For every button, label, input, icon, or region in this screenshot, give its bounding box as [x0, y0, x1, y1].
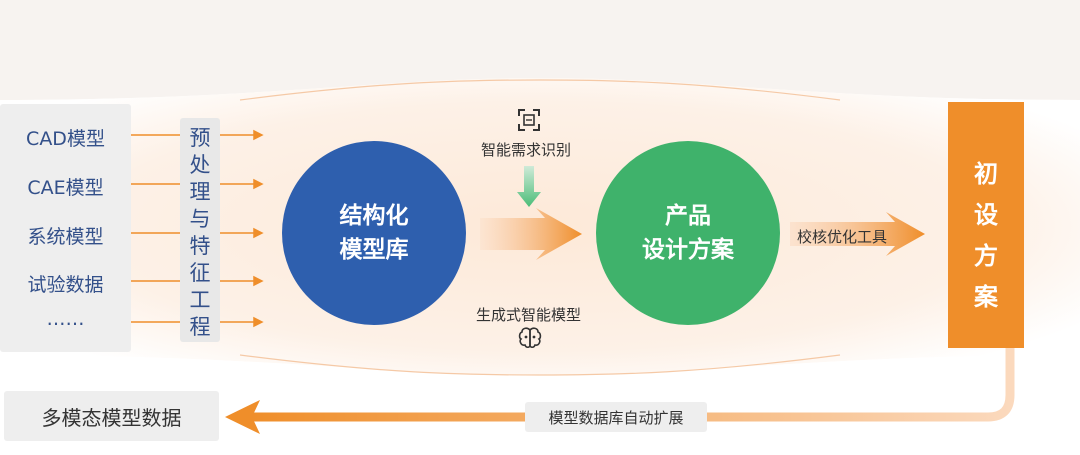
generative-model-label: 生成式智能模型	[476, 306, 582, 324]
final-char: 方	[974, 242, 998, 270]
final-char: 初	[974, 160, 998, 188]
input-item-more: ……	[46, 308, 85, 330]
structured-model-library-line1: 结构化	[339, 203, 409, 229]
structured-model-library: 结构化 模型库	[282, 141, 466, 325]
input-models-panel: CAD模型 CAE模型 系统模型 试验数据 ……	[0, 104, 131, 352]
preprocess-char: 预	[189, 126, 211, 150]
preprocess-char: 理	[189, 180, 211, 204]
preprocess-char: 征	[189, 261, 211, 285]
optimization-arrow	[790, 212, 925, 256]
preprocess-char: 与	[189, 207, 211, 231]
preliminary-design-box: 初 设 方 案	[948, 102, 1024, 348]
preprocess-char: 特	[189, 234, 211, 258]
input-item-cae: CAE模型	[27, 177, 104, 199]
product-design-plan: 产品 设计方案	[596, 141, 780, 325]
auto-expand-label: 模型数据库自动扩展	[525, 402, 707, 432]
preprocess-char: 程	[189, 315, 211, 339]
recognition-arrow	[517, 166, 541, 207]
feedback-loop	[250, 348, 1015, 422]
final-char: 设	[974, 201, 998, 229]
brain-icon	[518, 327, 542, 349]
intelligent-recognition-label: 智能需求识别	[481, 141, 572, 159]
product-design-line2: 设计方案	[642, 237, 734, 263]
preprocess-char: 处	[189, 153, 211, 177]
preprocess-panel: 预 处 理 与 特 征 工 程	[180, 118, 220, 342]
feedback-arrowhead	[225, 400, 260, 434]
input-item-cad: CAD模型	[26, 128, 105, 150]
multimodal-model-data: 多模态模型数据	[4, 391, 219, 441]
input-item-test-data: 试验数据	[27, 274, 104, 296]
product-design-line1: 产品	[665, 203, 711, 229]
structured-model-library-line2: 模型库	[339, 237, 409, 263]
input-connectors	[131, 129, 264, 328]
optimization-tool-label: 校核优化工具	[797, 228, 888, 246]
main-flow-arrow	[480, 208, 582, 260]
preprocess-char: 工	[189, 288, 211, 312]
final-char: 案	[974, 283, 998, 311]
scan-icon	[518, 109, 540, 131]
input-item-system: 系统模型	[27, 226, 104, 248]
